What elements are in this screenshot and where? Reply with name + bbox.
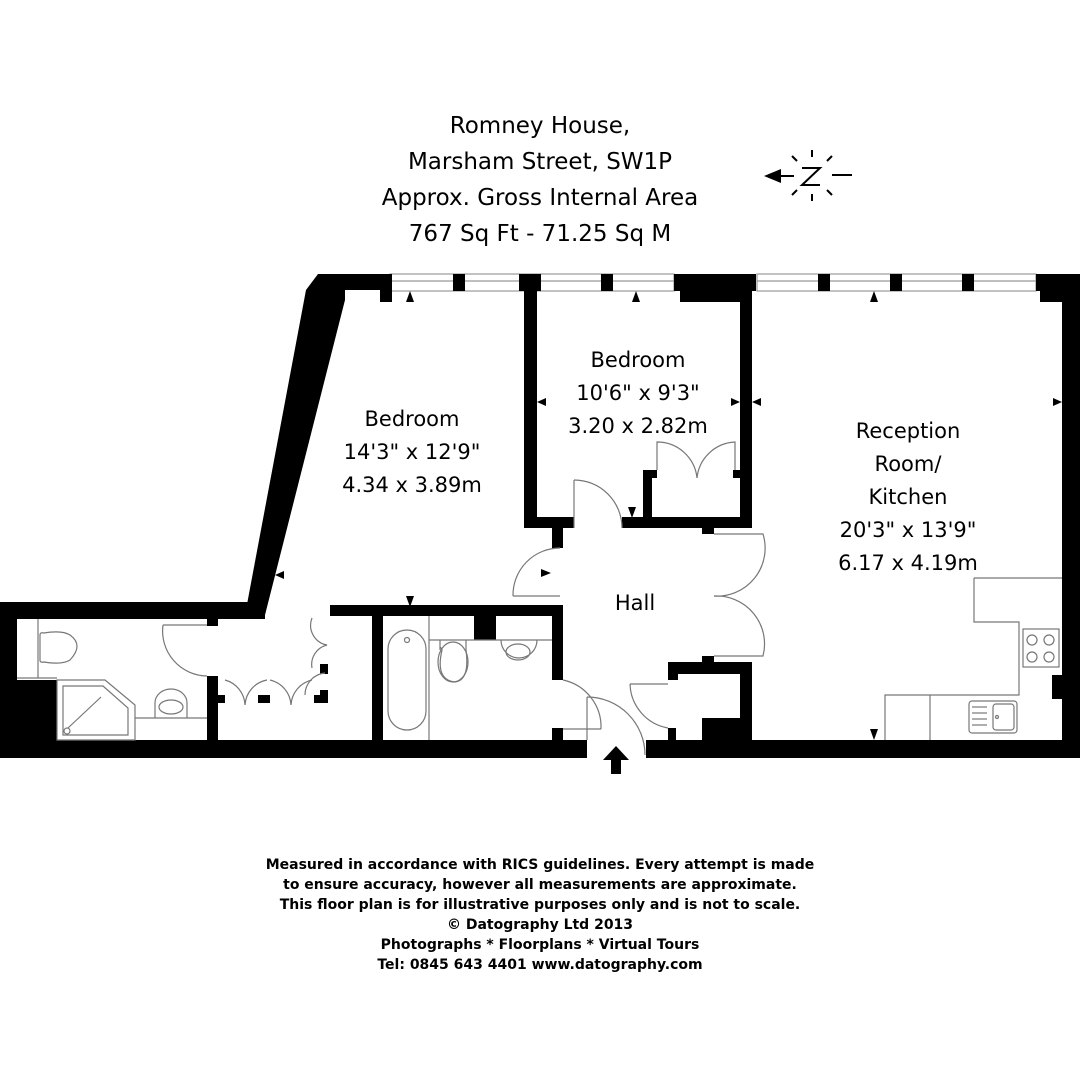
room-name: Hall: [614, 591, 656, 615]
room-name-line1: Reception: [855, 419, 961, 443]
area-label: Approx. Gross Internal Area: [381, 185, 699, 211]
room-metric: 3.20 x 2.82m: [568, 414, 708, 438]
building-name: Romney House,: [449, 113, 631, 139]
room-name-line3: Kitchen: [868, 485, 948, 509]
north-compass-icon: [764, 150, 852, 201]
room-imperial: 10'6" x 9'3": [576, 381, 700, 405]
contact: Tel: 0845 643 4401 www.datography.com: [377, 957, 703, 973]
fixtures: [17, 441, 1062, 756]
footer-line: to ensure accuracy, however all measurem…: [283, 877, 797, 893]
area-value: 767 Sq Ft - 71.25 Sq M: [408, 221, 672, 247]
footer-line: Measured in accordance with RICS guideli…: [265, 857, 815, 873]
address: Marsham Street, SW1P: [407, 149, 673, 175]
measurement-markers: [275, 291, 1062, 740]
room-label-hall: Hall: [585, 587, 685, 620]
entrance-arrow-icon: [603, 746, 629, 774]
room-name: Bedroom: [364, 407, 460, 431]
room-label-bedroom-1: Bedroom 14'3" x 12'9" 4.34 x 3.89m: [312, 403, 512, 502]
room-metric: 6.17 x 4.19m: [838, 551, 978, 575]
footer-line: This floor plan is for illustrative purp…: [279, 897, 801, 913]
title-block: Romney House, Marsham Street, SW1P Appro…: [340, 108, 740, 252]
room-imperial: 14'3" x 12'9": [343, 440, 481, 464]
room-metric: 4.34 x 3.89m: [342, 473, 482, 497]
room-label-reception: Reception Room/ Kitchen 20'3" x 13'9" 6.…: [808, 415, 1008, 580]
walls: [0, 274, 1080, 758]
room-label-bedroom-2: Bedroom 10'6" x 9'3" 3.20 x 2.82m: [538, 344, 738, 443]
copyright: © Datography Ltd 2013: [446, 917, 634, 933]
room-imperial: 20'3" x 13'9": [839, 518, 977, 542]
room-name-line2: Room/: [874, 452, 942, 476]
disclaimer-footer: Measured in accordance with RICS guideli…: [240, 855, 840, 975]
services: Photographs * Floorplans * Virtual Tours: [380, 937, 700, 953]
room-name: Bedroom: [590, 348, 686, 372]
